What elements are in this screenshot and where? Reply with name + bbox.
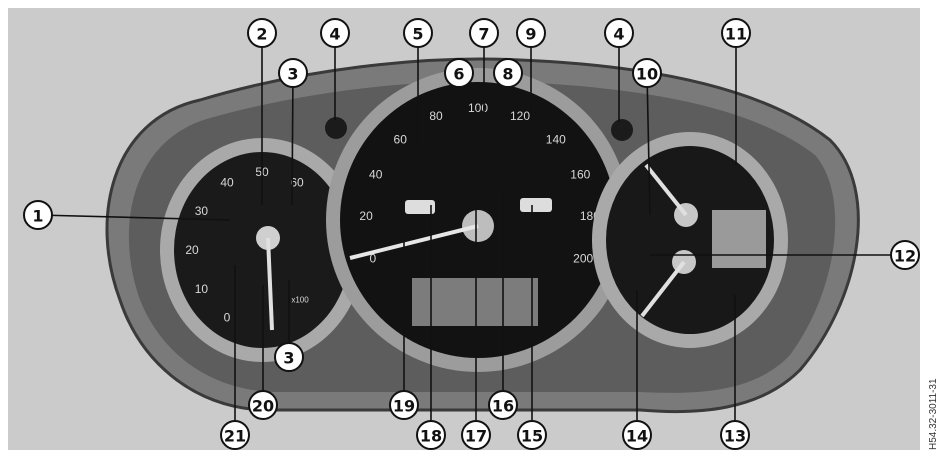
- callout-5: 5: [404, 19, 432, 47]
- speed-tick-20: 20: [359, 209, 373, 223]
- callout-2: 2: [248, 19, 276, 47]
- callout-label: 13: [724, 427, 746, 446]
- callout-label: 3: [287, 65, 298, 84]
- speed-tick-40: 40: [369, 167, 383, 181]
- callout-3: 3: [279, 59, 307, 87]
- callout-label: 16: [492, 397, 514, 416]
- callout-label: 6: [453, 65, 464, 84]
- callout-1: 1: [24, 201, 52, 229]
- callout-label: 19: [393, 397, 415, 416]
- callout-10: 10: [633, 59, 661, 87]
- callout-16: 16: [489, 391, 517, 419]
- callout-14: 14: [623, 421, 651, 449]
- callout-label: 12: [894, 247, 916, 266]
- callout-11: 11: [722, 19, 750, 47]
- callout-12: 12: [891, 241, 919, 269]
- callout-label: 9: [525, 25, 536, 44]
- callout-4: 4: [321, 19, 349, 47]
- callout-label: 21: [224, 427, 246, 446]
- callout-label: 4: [329, 25, 340, 44]
- speed-tick-100: 100: [468, 101, 488, 115]
- callout-13: 13: [721, 421, 749, 449]
- tach-tick-40: 40: [220, 176, 234, 190]
- callout-label: 1: [32, 207, 43, 226]
- callout-19: 19: [390, 391, 418, 419]
- image-code: H54.32-3011-31: [928, 378, 939, 450]
- callout-label: 11: [725, 25, 747, 44]
- turn-indicator-right: [611, 119, 633, 141]
- speed-tick-120: 120: [510, 109, 530, 123]
- callout-17: 17: [462, 421, 490, 449]
- callout-label: 4: [613, 25, 624, 44]
- callout-4: 4: [605, 19, 633, 47]
- tach-tick-0: 0: [224, 311, 231, 325]
- turn-indicator-left: [325, 117, 347, 139]
- tach-tick-30: 30: [195, 204, 209, 218]
- tach-tick-20: 20: [185, 243, 199, 257]
- callout-9: 9: [517, 19, 545, 47]
- speed-tick-160: 160: [570, 167, 590, 181]
- callout-label: 15: [521, 427, 543, 446]
- callout-label: 8: [502, 65, 513, 84]
- callout-label: 7: [478, 25, 489, 44]
- leader-line-3: [292, 73, 293, 205]
- tach-scale-note: x100: [291, 296, 309, 305]
- speed-tick-200: 200: [573, 251, 593, 265]
- callout-18: 18: [417, 421, 445, 449]
- callout-label: 10: [636, 65, 658, 84]
- speed-tick-60: 60: [394, 132, 408, 146]
- speedometer-indicator-15: [520, 198, 552, 212]
- callout-label: 2: [256, 25, 267, 44]
- speed-tick-0: 0: [369, 251, 376, 265]
- speed-tick-80: 80: [429, 109, 443, 123]
- fuel-temperature-gauge: [592, 132, 788, 348]
- callout-3: 3: [275, 343, 303, 371]
- callout-label: 20: [252, 397, 274, 416]
- callout-label: 18: [420, 427, 442, 446]
- tach-tick-10: 10: [195, 282, 209, 296]
- callout-8: 8: [494, 59, 522, 87]
- callout-21: 21: [221, 421, 249, 449]
- callout-15: 15: [518, 421, 546, 449]
- callout-label: 17: [465, 427, 487, 446]
- callout-20: 20: [249, 391, 277, 419]
- callout-label: 3: [283, 349, 294, 368]
- callout-6: 6: [445, 59, 473, 87]
- callout-7: 7: [470, 19, 498, 47]
- speed-tick-140: 140: [546, 132, 566, 146]
- callout-label: 5: [412, 25, 423, 44]
- callout-label: 14: [626, 427, 648, 446]
- right-display: [712, 210, 766, 268]
